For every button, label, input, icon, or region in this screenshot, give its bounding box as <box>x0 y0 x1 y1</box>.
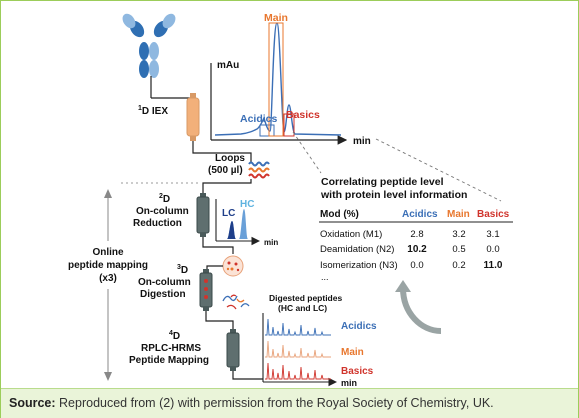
table-cell-r1-acidics: 2.8 <box>410 229 423 240</box>
correlation-table: Mod (%) Acidics Main Basics Oxidation (M… <box>319 209 513 282</box>
svg-text:2D: 2D <box>159 193 170 205</box>
online-label-bg <box>49 241 169 289</box>
dashed-connector-left <box>292 131 322 174</box>
reduction-column <box>196 193 210 237</box>
loops-volume-label: (500 µl) <box>208 165 243 176</box>
main-peak-label: Main <box>264 12 288 24</box>
main-ms-label: Main <box>341 347 364 358</box>
reduction-chromatogram: LC HC min <box>215 199 278 247</box>
source-citation: Source: Reproduced from (2) with permiss… <box>9 396 494 410</box>
iex-x-axis-label: min <box>353 136 371 147</box>
table-cell-r3-acidics: 0.0 <box>410 260 423 271</box>
rplc-to-ms-line <box>232 371 263 380</box>
table-cell-r3-mod: Isomerization (N3) <box>320 260 398 271</box>
online-label-line2: peptide mapping <box>68 260 148 271</box>
loops-to-2d-line <box>202 179 252 193</box>
hc-label: HC <box>240 199 254 210</box>
correlation-title-line1: Correlating peptide level <box>321 176 444 188</box>
acidics-ms-trace <box>265 318 331 336</box>
reduction-to-digestion-line <box>202 237 234 254</box>
main-box <box>268 22 284 137</box>
antibody-icon <box>122 13 176 78</box>
iex-y-axis-label: mAu <box>217 60 239 71</box>
source-label: Source: <box>9 396 56 410</box>
table-cell-r3-main: 0.2 <box>452 260 465 271</box>
digested-label-line1: Digested peptides <box>269 293 342 303</box>
loops-icon <box>248 161 270 179</box>
ms-traces: min Acidics Main Basics <box>262 313 377 388</box>
svg-text:4D: 4D <box>169 330 180 342</box>
basics-ms-trace <box>265 362 331 380</box>
svg-text:3D: 3D <box>177 264 188 276</box>
curved-arrow-head <box>395 280 411 292</box>
iex-label: D IEX <box>142 106 168 117</box>
reduction-label-line3: Reduction <box>133 218 182 229</box>
online-label-line1: Online <box>92 247 124 258</box>
table-ellipsis: ... <box>321 272 329 282</box>
diagram-canvas: 1D IEX mAu min Main Acidics Basics Loops… <box>49 12 513 388</box>
iex-trace <box>214 22 342 136</box>
digestion-column <box>199 269 213 311</box>
digestion-sup: 3 <box>177 264 181 271</box>
column-to-loops-line <box>192 141 252 163</box>
iex-sup: 1 <box>138 105 142 112</box>
main-ms-trace <box>265 340 331 358</box>
digested-label-line2: (HC and LC) <box>278 303 327 313</box>
reduction-label-line2: On-column <box>136 206 189 217</box>
sample-vial-icon <box>222 255 244 277</box>
dashed-connector-right <box>375 138 502 202</box>
correlation-title-line2: with protein level information <box>320 189 467 201</box>
table-cell-r1-main: 3.2 <box>452 229 465 240</box>
reduction-x-axis-label: min <box>264 238 278 247</box>
table-cell-r3-basics: 11.0 <box>484 260 503 271</box>
online-arrow-up-head <box>104 189 112 198</box>
basics-ms-label: Basics <box>341 366 374 377</box>
iex-chromatogram: mAu min Main Acidics Basics <box>210 12 371 147</box>
source-text: Reproduced from (2) with permission from… <box>55 396 494 410</box>
rplc-label-line3: Peptide Mapping <box>129 355 209 366</box>
table-cell-r2-main: 0.5 <box>452 244 465 255</box>
table-cell-r2-basics: 0.0 <box>486 244 499 255</box>
online-label-line3: (x3) <box>99 273 117 284</box>
table-header-main: Main <box>447 209 470 220</box>
reduction-d-label: D <box>163 194 170 205</box>
table-header-acidics: Acidics <box>402 209 438 220</box>
rplc-column <box>226 329 240 371</box>
rplc-label-line2: RPLC-HRMS <box>141 343 201 354</box>
reduction-sup: 2 <box>159 193 163 200</box>
peptide-fragments-icon <box>222 294 250 310</box>
table-cell-r1-mod: Oxidation (M1) <box>320 229 382 240</box>
acidics-ms-label: Acidics <box>341 321 377 332</box>
curved-arrow <box>400 287 442 334</box>
loops-label: Loops <box>215 153 245 164</box>
basics-peak-label: Basics <box>286 109 320 121</box>
iex-column <box>186 93 200 141</box>
svg-text:1D IEX: 1D IEX <box>138 105 168 117</box>
table-cell-r1-basics: 3.1 <box>486 229 499 240</box>
vial-to-digestion-line <box>206 265 223 269</box>
source-bar: Source: Reproduced from (2) with permiss… <box>1 388 578 418</box>
acidics-peak-label: Acidics <box>240 113 278 125</box>
lc-label: LC <box>222 208 235 219</box>
rplc-sup: 4 <box>169 330 173 337</box>
online-arrow-down-head <box>104 372 112 381</box>
digestion-label-line2: On-column <box>138 277 191 288</box>
rplc-d-label: D <box>173 331 180 342</box>
table-header-basics: Basics <box>477 209 510 220</box>
digestion-d-label: D <box>181 265 188 276</box>
table-cell-r2-mod: Deamidation (N2) <box>320 244 394 255</box>
basics-box <box>283 113 295 137</box>
table-cell-r2-acidics: 10.2 <box>407 244 427 255</box>
ms-x-axis-label: min <box>341 378 357 388</box>
acidics-box <box>259 124 275 137</box>
table-header-mod: Mod (%) <box>320 209 359 220</box>
digestion-label-line3: Digestion <box>140 289 186 300</box>
digestion-to-4d-line <box>205 311 234 329</box>
